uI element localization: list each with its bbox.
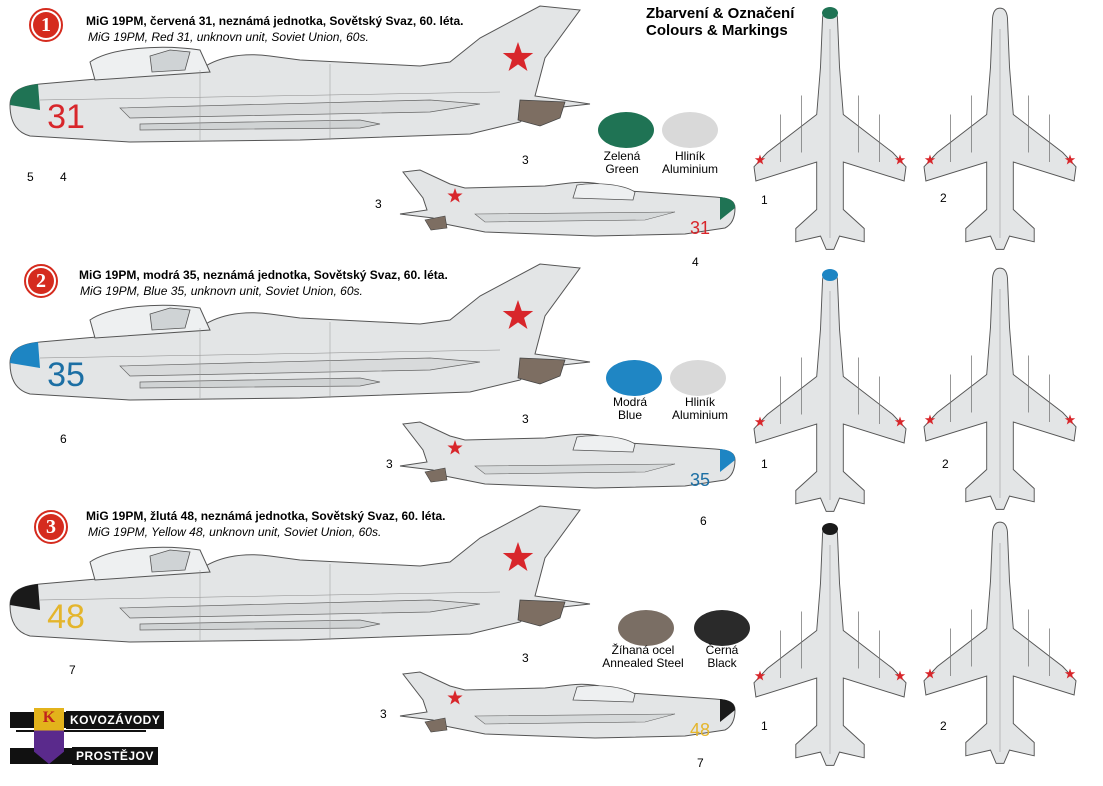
scheme-3-main-profile [9,505,591,643]
scheme-1-main-profile [9,5,591,143]
logo-line2: PROSTĚJOV [72,747,158,765]
callout-2-top-2: 2 [942,457,949,471]
callout-6: 6 [60,432,67,446]
swatch-3 [606,360,662,396]
callout-2-top-3: 2 [940,719,947,733]
scheme-2-title-cz: MiG 19PM, modrá 35, neznámá jednotka, So… [79,268,448,282]
callout-3-small-3: 3 [380,707,387,721]
scheme-1-title-cz: MiG 19PM, červená 31, neznámá jednotka, … [86,14,464,28]
logo-letter: K [42,709,56,726]
scheme-1-plan-view-2 [923,7,1077,250]
callout-1-top-3: 1 [761,719,768,733]
scheme-2-nose-color [10,342,40,368]
callout-3: 3 [522,153,529,167]
scheme-3-title-cz: MiG 19PM, žlutá 48, neznámá jednotka, So… [86,509,446,523]
scheme-1-small-code: 31 [690,218,710,238]
scheme-3-small-code: 48 [690,720,710,740]
logo-shield-icon [34,708,64,764]
scheme-1-small-profile [399,169,736,237]
scheme-2-code: 35 [47,356,85,394]
swatch-5 [618,610,674,646]
callout-1-top-2: 1 [761,457,768,471]
scheme-3-small-nose-color [720,699,735,722]
scheme-1-code: 31 [47,98,85,136]
callout-3-3: 3 [522,651,529,665]
scheme-2-small-code: 35 [690,470,710,490]
scheme-3-code: 48 [47,598,85,636]
swatch-4 [670,360,726,396]
callout-3-2: 3 [522,412,529,426]
callout-7: 7 [69,663,76,677]
scheme-2-plan-nose-color [822,269,838,281]
scheme-2-main-profile [9,263,591,401]
scheme-2-title-en: MiG 19PM, Blue 35, unknovn unit, Soviet … [80,284,363,298]
kovozavody-logo: K KOVOZÁVODY PROSTĚJOV [10,708,165,768]
scheme-2-plan-view-1 [753,269,907,512]
scheme-1-plan-nose-color [822,7,838,19]
callout-4-small: 4 [692,255,699,269]
scheme-2-badge: 2 [24,264,58,298]
scheme-3-plan-view-1 [753,523,907,766]
header-cz: Zbarvení & Označení [646,5,795,22]
scheme-1-badge: 1 [29,8,63,42]
scheme-3-small-profile [399,671,736,739]
logo-line1: KOVOZÁVODY [66,711,165,729]
callout-2-top: 2 [940,191,947,205]
swatch-6 [694,610,750,646]
callout-5: 5 [27,170,34,184]
callout-1-top: 1 [761,193,768,207]
swatch-1 [598,112,654,148]
callout-3-small: 3 [375,197,382,211]
scheme-1-plan-view-1 [753,7,907,250]
callout-6-small: 6 [700,514,707,528]
scheme-2-small-nose-color [720,449,735,472]
scheme-3-badge: 3 [34,510,68,544]
scheme-3-title-en: MiG 19PM, Yellow 48, unknovn unit, Sovie… [88,525,382,539]
header-en: Colours & Markings [646,22,788,39]
scheme-1-nose-color [10,84,40,110]
scheme-1-title-en: MiG 19PM, Red 31, unknovn unit, Soviet U… [88,30,369,44]
callout-3-small-2: 3 [386,457,393,471]
scheme-3-nose-color [10,584,40,610]
scheme-1-small-nose-color [720,197,735,220]
scheme-3-plan-nose-color [822,523,838,535]
scheme-2-small-profile [399,421,736,489]
swatch-2 [662,112,718,148]
callout-4: 4 [60,170,67,184]
scheme-2-plan-view-2 [923,267,1077,510]
callout-7-small: 7 [697,756,704,770]
